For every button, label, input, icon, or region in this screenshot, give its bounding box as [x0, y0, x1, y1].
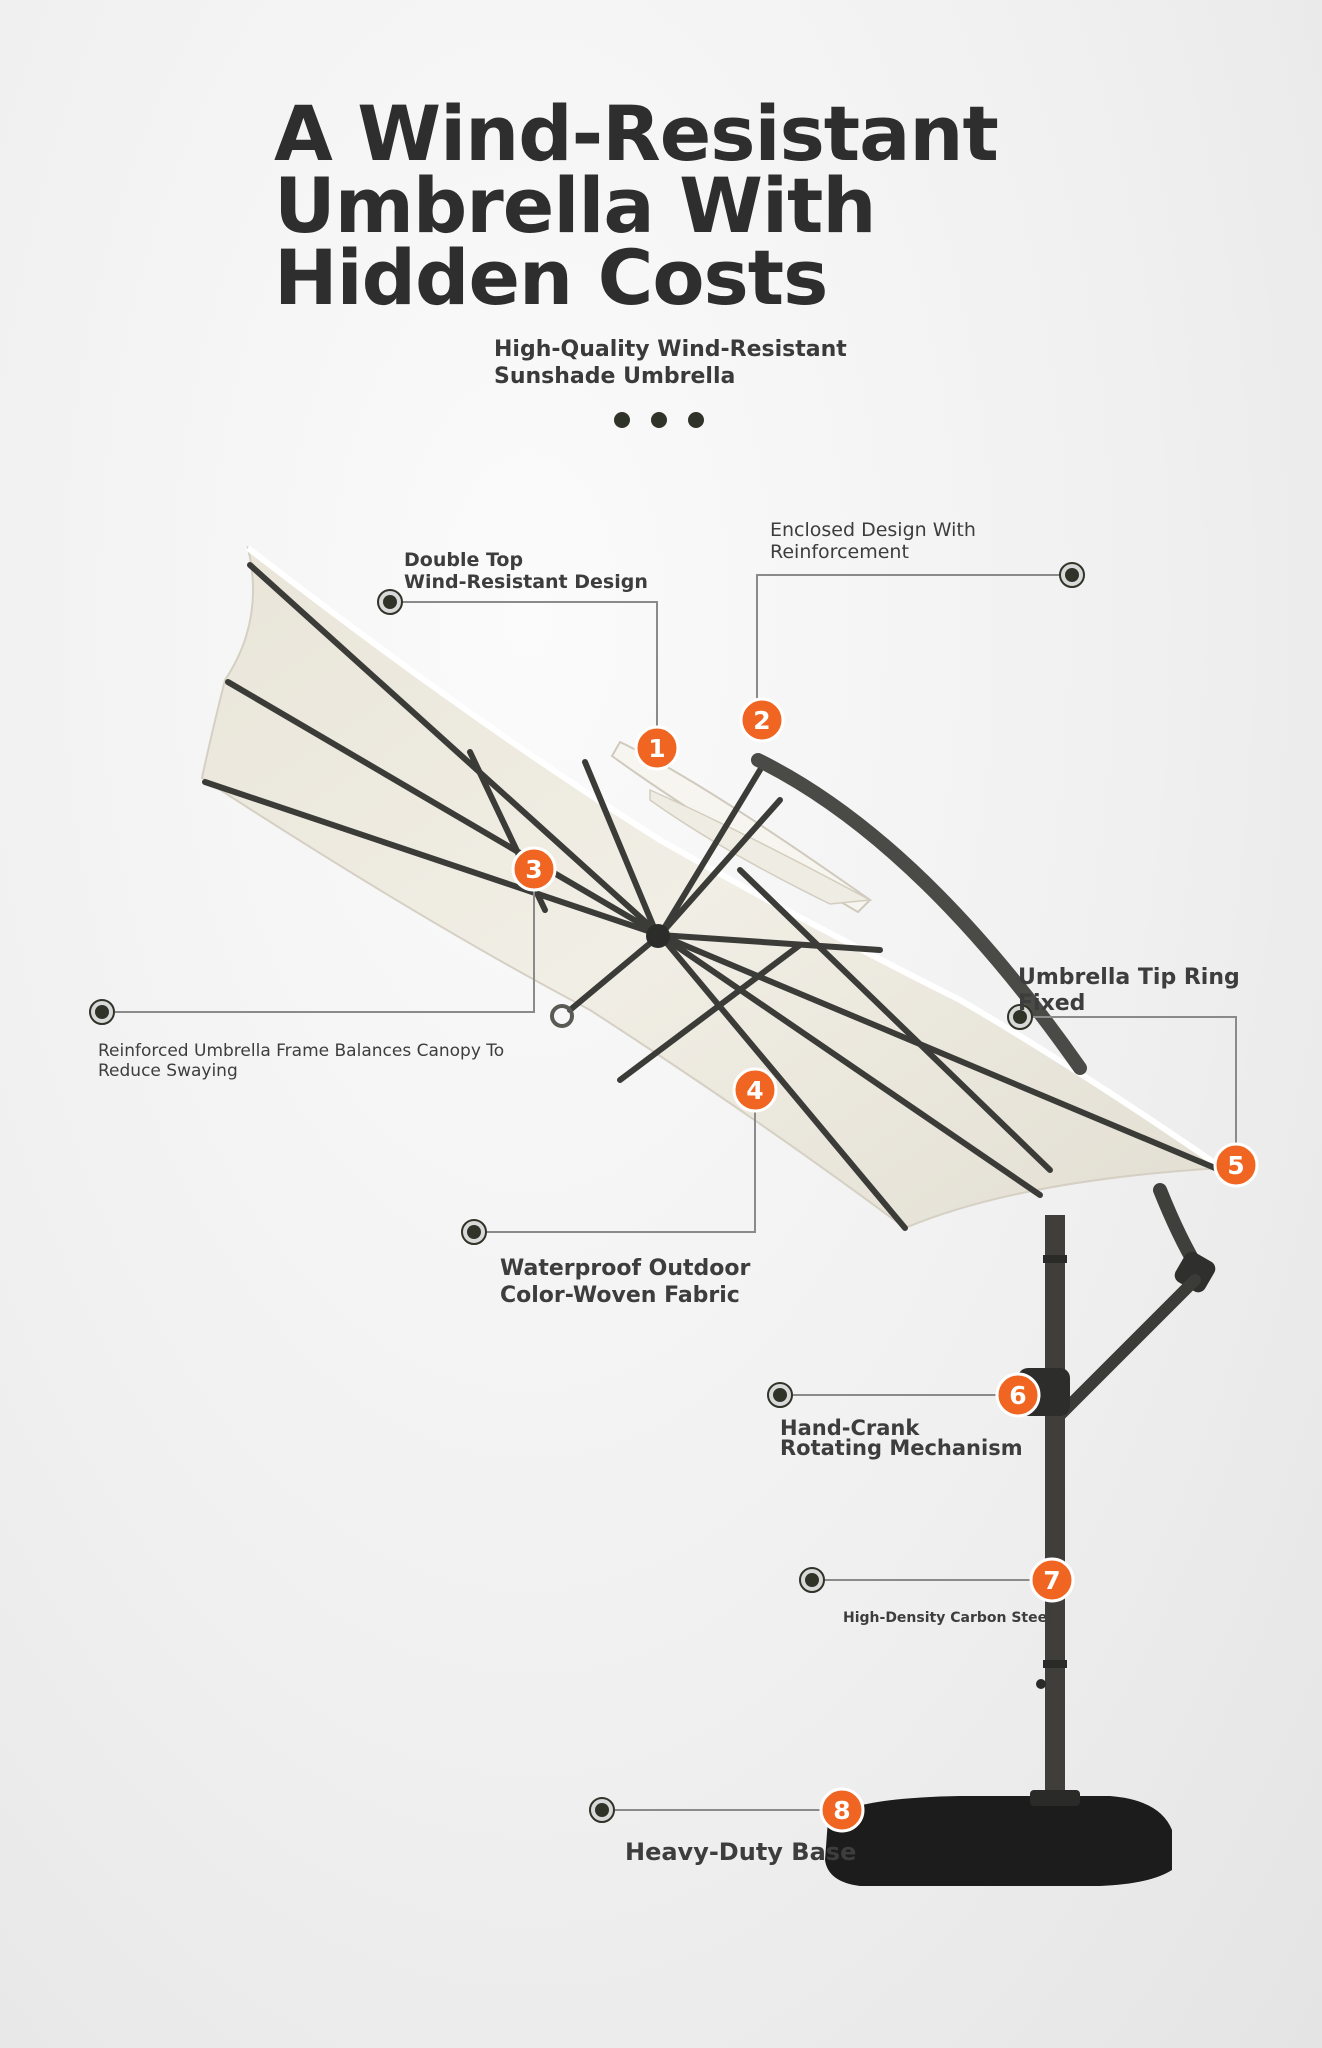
svg-text:8: 8 — [833, 1796, 850, 1825]
svg-text:5: 5 — [1227, 1151, 1244, 1180]
callout-label-3: Reinforced Umbrella Frame Balances Canop… — [98, 1041, 505, 1081]
pointer-dot-icon — [1007, 1004, 1033, 1030]
svg-text:1: 1 — [648, 734, 665, 763]
pointer-dot-icon — [89, 999, 115, 1025]
page-subtitle: High-Quality Wind-Resistant Sunshade Umb… — [494, 336, 847, 390]
hanging-ring — [550, 1004, 574, 1028]
callout-badge-8: 8 — [819, 1787, 865, 1833]
callout-badge-4: 4 — [732, 1067, 778, 1113]
svg-text:6: 6 — [1009, 1381, 1026, 1410]
callout-label-7: High-Density Carbon Steel — [843, 1610, 1052, 1626]
pointer-dot-icon — [767, 1382, 793, 1408]
callout-label-8: Heavy-Duty Base — [625, 1838, 857, 1866]
subtitle-line-2: Sunshade Umbrella — [494, 364, 736, 389]
umbrella-base — [825, 1790, 1172, 1886]
callout-lines — [102, 574, 1237, 1811]
callout-label-5: Umbrella Tip Ring Fixed — [1018, 965, 1240, 1016]
pointer-dot-icon — [1059, 562, 1085, 588]
pointer-dot-icon — [589, 1797, 615, 1823]
callout-badge-6: 6 — [995, 1372, 1041, 1418]
callout-badge-5: 5 — [1213, 1142, 1259, 1188]
title-line-1: A Wind-Resistant — [274, 89, 999, 178]
title-line-2: Umbrella With — [274, 161, 876, 250]
pointer-dot-icon — [377, 589, 403, 615]
pointer-dot-icon — [461, 1219, 487, 1245]
umbrella-pole — [1018, 1215, 1070, 1815]
dot-icon — [651, 412, 667, 428]
callout-pointers — [89, 562, 1085, 1823]
callout-label-4: Waterproof Outdoor Color-Woven Fabric — [500, 1256, 751, 1308]
dot-icon — [688, 412, 704, 428]
page-title: A Wind-Resistant Umbrella With Hidden Co… — [274, 89, 999, 322]
svg-text:2: 2 — [753, 706, 770, 735]
callout-badge-7: 7 — [1029, 1557, 1075, 1603]
umbrella-arm — [751, 753, 1216, 1426]
callout-label-1: Double Top Wind-Resistant Design — [404, 549, 648, 593]
callout-badge-2: 2 — [739, 697, 785, 743]
callout-badge-1: 1 — [634, 725, 680, 771]
svg-text:4: 4 — [746, 1076, 763, 1105]
callout-badges: 1 2 3 4 5 6 7 8 — [511, 697, 1259, 1833]
dot-icon — [614, 412, 630, 428]
subtitle-line-1: High-Quality Wind-Resistant — [494, 337, 847, 362]
umbrella-frame — [202, 562, 1218, 1231]
callout-label-6: Hand-Crank Rotating Mechanism — [780, 1416, 1023, 1460]
frame-hub — [646, 924, 670, 948]
pointer-dot-icon — [799, 1567, 825, 1593]
callout-label-2: Enclosed Design With Reinforcement — [770, 519, 976, 563]
svg-text:3: 3 — [525, 855, 542, 884]
callout-badge-3: 3 — [511, 846, 557, 892]
decorative-dots — [614, 412, 725, 433]
umbrella-canopy — [200, 545, 1225, 1230]
title-line-3: Hidden Costs — [274, 233, 828, 322]
svg-text:7: 7 — [1043, 1566, 1060, 1595]
